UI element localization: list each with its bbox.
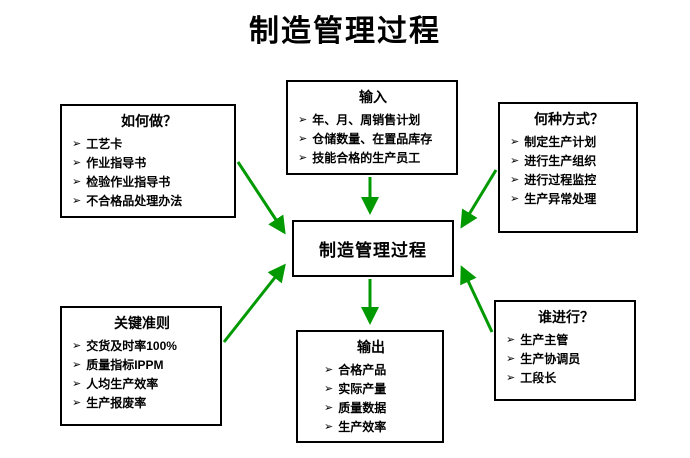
- page-title: 制造管理过程: [249, 15, 441, 48]
- box-criteria-title: 关键准则: [114, 315, 170, 331]
- item-text: 生产报废率: [86, 396, 147, 410]
- arrow-bullet-icon: ➢: [72, 176, 82, 188]
- arrow-bullet-icon: ➢: [510, 155, 520, 167]
- arrow-bullet-icon: ➢: [298, 133, 308, 145]
- arrow-bullet-icon: ➢: [510, 174, 520, 186]
- list-item: ➢ 进行生产组织: [510, 152, 630, 171]
- box-method: 何种方式？ ➢ 制定生产计划 ➢ 进行生产组织 ➢ 进行过程监控 ➢ 生产异常处理: [498, 102, 638, 233]
- arrow-bullet-icon: ➢: [298, 114, 308, 126]
- box-who-title: 谁进行？: [538, 309, 594, 325]
- box-method-items: ➢ 制定生产计划 ➢ 进行生产组织 ➢ 进行过程监控 ➢ 生产异常处理: [508, 133, 630, 209]
- arrow-bullet-icon: ➢: [72, 397, 82, 409]
- item-text: 检验作业指导书: [86, 175, 171, 189]
- list-item: ➢ 生产协调员: [506, 350, 628, 369]
- box-who-items: ➢ 生产主管 ➢ 生产协调员 ➢ 工段长: [504, 331, 628, 388]
- item-text: 质量数据: [338, 401, 387, 415]
- item-text: 质量指标IPPM: [86, 358, 164, 372]
- item-text: 技能合格的生产员工: [312, 151, 421, 165]
- box-criteria: 关键准则 ➢ 交货及时率100% ➢ 质量指标IPPM ➢ 人均生产效率 ➢ 生产报废率: [60, 306, 222, 426]
- arrow-bullet-icon: ➢: [72, 378, 82, 390]
- arrow-bullet-icon: ➢: [506, 334, 516, 346]
- item-text: 合格产品: [338, 363, 387, 377]
- arrow-bullet-icon: ➢: [72, 138, 82, 150]
- box-how-items: ➢ 工艺卡 ➢ 作业指导书 ➢ 检验作业指导书 ➢ 不合格品处理办法: [70, 135, 228, 211]
- box-input: 输入 ➢ 年、月、周销售计划 ➢ 仓储数量、在置品库存 ➢ 技能合格的生产员工: [286, 80, 458, 175]
- list-item: ➢ 年、月、周销售计划: [298, 111, 450, 130]
- list-item: ➢ 生产主管: [506, 331, 628, 350]
- box-output: 输出 ➢ 合格产品 ➢ 实际产量 ➢ 质量数据 ➢ 生产效率: [296, 330, 444, 443]
- list-item: ➢ 制定生产计划: [510, 133, 630, 152]
- list-item: ➢ 质量指标IPPM: [72, 356, 214, 375]
- box-input-title: 输入: [359, 89, 387, 105]
- arrow-bullet-icon: ➢: [506, 353, 516, 365]
- item-text: 年、月、周销售计划: [312, 113, 421, 127]
- center-process-label: 制造管理过程: [319, 241, 427, 260]
- arrow-bullet-icon: ➢: [510, 136, 520, 148]
- list-item: ➢ 生产效率: [324, 418, 436, 437]
- arrow-bullet-icon: ➢: [510, 193, 520, 205]
- item-text: 工段长: [520, 371, 557, 385]
- arrow-bullet-icon: ➢: [72, 195, 82, 207]
- list-item: ➢ 实际产量: [324, 380, 436, 399]
- box-who: 谁进行？ ➢ 生产主管 ➢ 生产协调员 ➢ 工段长: [494, 300, 636, 401]
- list-item: ➢ 人均生产效率: [72, 375, 214, 394]
- item-text: 仓储数量、在置品库存: [312, 132, 433, 146]
- box-input-items: ➢ 年、月、周销售计划 ➢ 仓储数量、在置品库存 ➢ 技能合格的生产员工: [296, 111, 450, 168]
- item-text: 生产协调员: [520, 352, 581, 366]
- box-how-title: 如何做？: [121, 113, 177, 129]
- list-item: ➢ 技能合格的生产员工: [298, 149, 450, 168]
- list-item: ➢ 生产报废率: [72, 394, 214, 413]
- item-text: 进行生产组织: [524, 154, 597, 168]
- item-text: 生产异常处理: [524, 192, 597, 206]
- box-criteria-items: ➢ 交货及时率100% ➢ 质量指标IPPM ➢ 人均生产效率 ➢ 生产报废率: [70, 337, 214, 413]
- item-text: 生产效率: [338, 420, 387, 434]
- list-item: ➢ 不合格品处理办法: [72, 192, 228, 211]
- item-text: 生产主管: [520, 333, 569, 347]
- arrow-bullet-icon: ➢: [324, 383, 334, 395]
- arrow-who-to-center: [460, 265, 494, 333]
- arrow-method-to-center: [460, 169, 498, 229]
- arrow-bullet-icon: ➢: [72, 359, 82, 371]
- item-text: 实际产量: [338, 382, 387, 396]
- box-how: 如何做？ ➢ 工艺卡 ➢ 作业指导书 ➢ 检验作业指导书 ➢ 不合格品处理办法: [60, 104, 236, 218]
- arrow-bullet-icon: ➢: [324, 421, 334, 433]
- list-item: ➢ 作业指导书: [72, 154, 228, 173]
- list-item: ➢ 检验作业指导书: [72, 173, 228, 192]
- arrow-how-to-center: [236, 161, 286, 235]
- box-output-title: 输出: [357, 339, 385, 355]
- list-item: ➢ 合格产品: [324, 361, 436, 380]
- list-item: ➢ 工段长: [506, 369, 628, 388]
- arrow-bullet-icon: ➢: [324, 402, 334, 414]
- item-text: 进行过程监控: [524, 173, 597, 187]
- item-text: 不合格品处理办法: [86, 194, 183, 208]
- item-text: 交货及时率100%: [86, 339, 177, 353]
- item-text: 作业指导书: [86, 156, 147, 170]
- list-item: ➢ 进行过程监控: [510, 171, 630, 190]
- item-text: 工艺卡: [86, 137, 123, 151]
- item-text: 制定生产计划: [524, 135, 597, 149]
- list-item: ➢ 交货及时率100%: [72, 337, 214, 356]
- item-text: 人均生产效率: [86, 377, 159, 391]
- arrow-bullet-icon: ➢: [298, 152, 308, 164]
- box-method-title: 何种方式？: [534, 111, 604, 127]
- box-output-items: ➢ 合格产品 ➢ 实际产量 ➢ 质量数据 ➢ 生产效率: [306, 361, 436, 437]
- list-item: ➢ 工艺卡: [72, 135, 228, 154]
- list-item: ➢ 仓储数量、在置品库存: [298, 130, 450, 149]
- list-item: ➢ 质量数据: [324, 399, 436, 418]
- arrow-criteria-to-center: [222, 263, 286, 343]
- list-item: ➢ 生产异常处理: [510, 190, 630, 209]
- arrow-bullet-icon: ➢: [72, 340, 82, 352]
- arrow-bullet-icon: ➢: [506, 372, 516, 384]
- center-process-node: 制造管理过程: [292, 220, 454, 277]
- arrow-bullet-icon: ➢: [324, 364, 334, 376]
- arrow-bullet-icon: ➢: [72, 157, 82, 169]
